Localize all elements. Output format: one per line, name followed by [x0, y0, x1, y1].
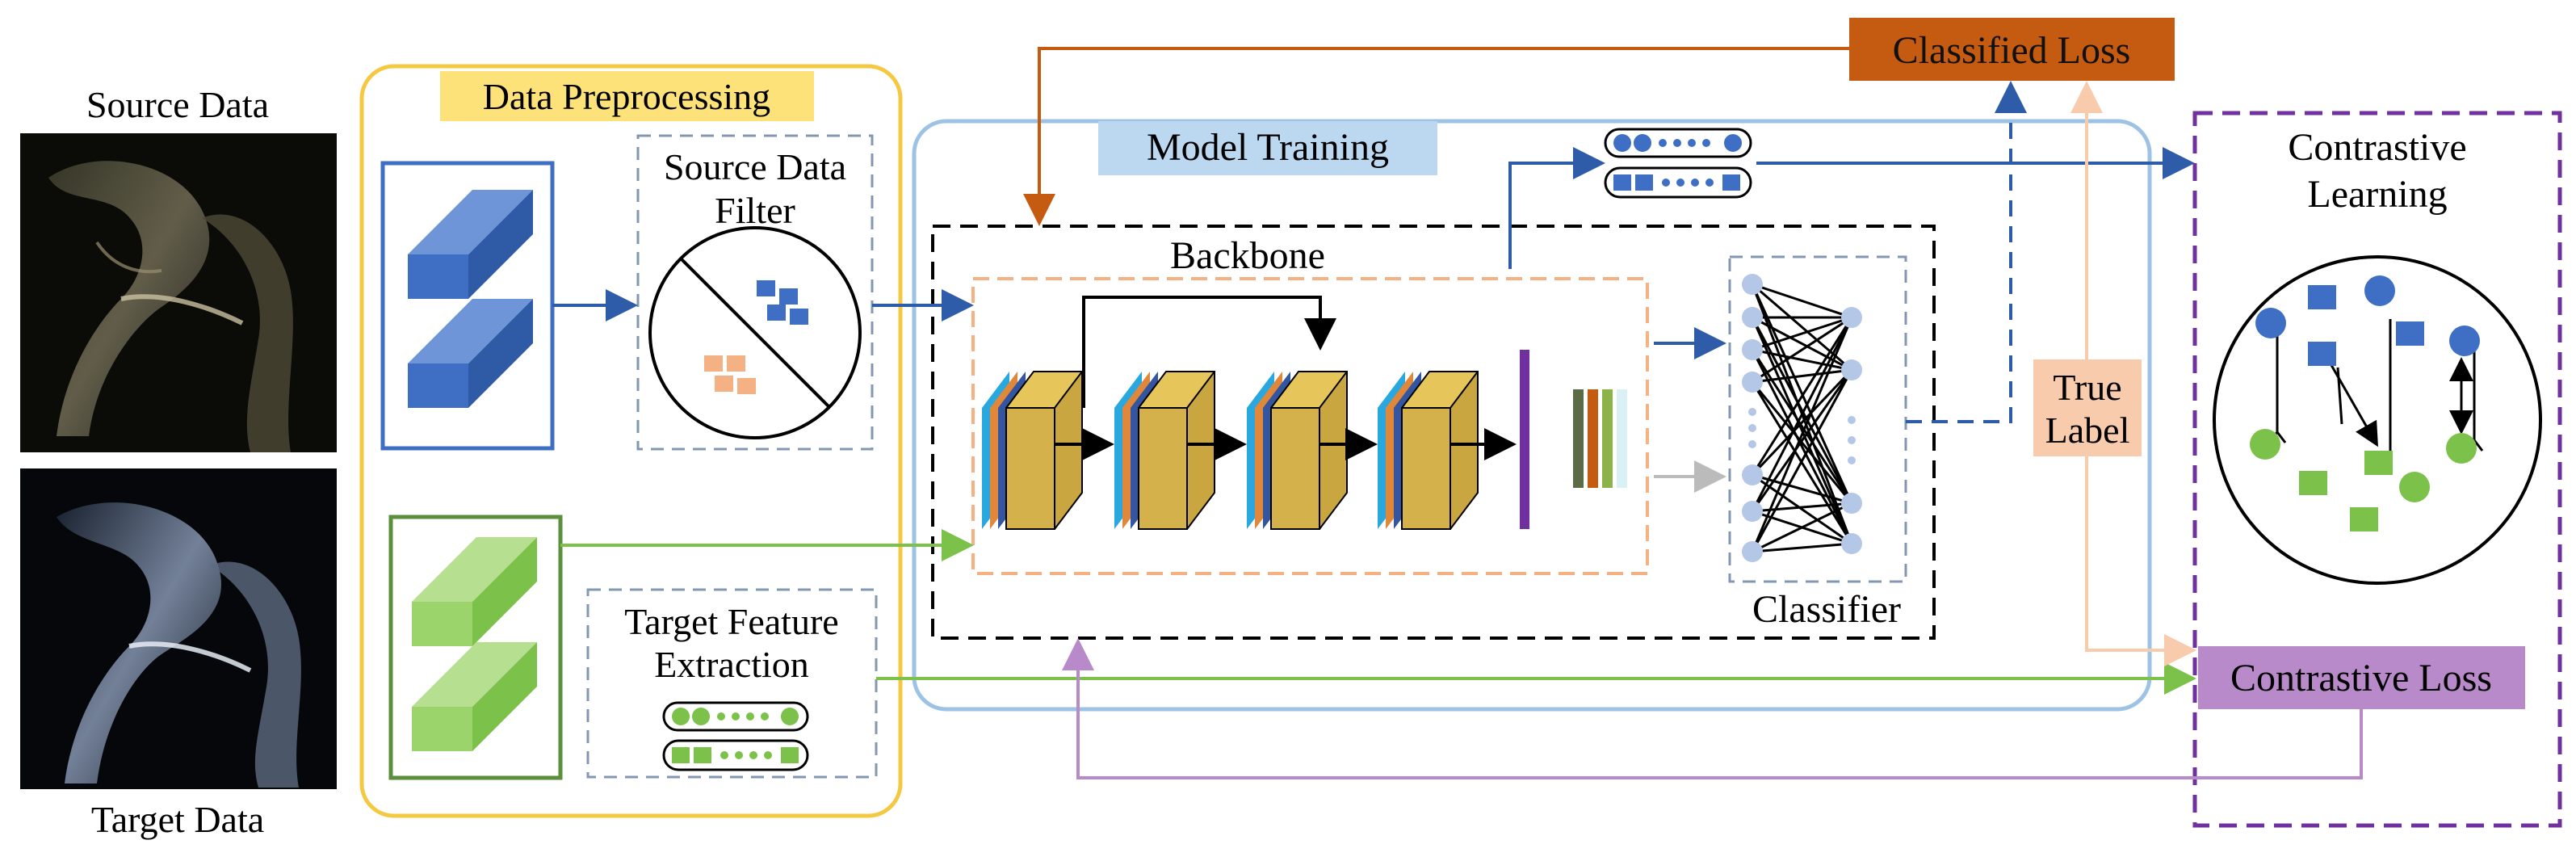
- data-preprocessing-title: Data Preprocessing: [483, 76, 770, 117]
- source-data-label: Source Data: [86, 84, 269, 125]
- embedding-space: [2250, 275, 2484, 531]
- backbone-title: Backbone: [1170, 234, 1325, 277]
- arrow-loss-to-model: [1023, 47, 1849, 226]
- filter-circle: [648, 226, 862, 439]
- arrow-classifier-to-loss: [1906, 81, 2027, 423]
- target-feature-label-1: Target Feature: [624, 601, 838, 642]
- data-preprocessing-label-bg: [440, 71, 814, 121]
- true-label-text-1: True: [2053, 367, 2121, 408]
- arrow-contrastive-loss-to-model: [1062, 638, 2363, 779]
- classified-loss-label: Classified Loss: [1893, 29, 2131, 72]
- contrastive-circle: [2213, 255, 2542, 585]
- source-data-filter-box: [636, 134, 874, 451]
- model-training-label-bg: [1098, 121, 1437, 175]
- source-feature-vector-1: [1604, 128, 1752, 158]
- contrastive-learning-title-1: Contrastive: [2288, 126, 2466, 169]
- true-label-text-2: Label: [2045, 410, 2130, 451]
- target-feature-label-2: Extraction: [654, 644, 809, 685]
- contrastive-learning-title-2: Learning: [2307, 173, 2447, 216]
- target-cube-2: [412, 642, 537, 751]
- contrastive-loss-label: Contrastive Loss: [2230, 657, 2492, 699]
- conv-block-1: [982, 371, 1083, 530]
- contrastive-loss-box: [2198, 646, 2525, 709]
- model-training-title: Model Training: [1147, 126, 1389, 169]
- classifier-network: [1742, 274, 1862, 562]
- source-data-filter-label-2: Filter: [715, 190, 795, 231]
- target-cube-1: [412, 537, 537, 646]
- arrow-true-label-to-contrastive-loss: [2085, 456, 2196, 666]
- filter-divider: [679, 257, 831, 409]
- filter-blue-squares: [757, 280, 808, 325]
- model-frame: [931, 225, 1936, 640]
- classifier-box: [1728, 255, 1907, 583]
- data-preprocessing-panel: [359, 64, 903, 818]
- target-feature-vector-1: [662, 701, 809, 732]
- target-mri-image: [20, 468, 337, 789]
- target-feature-vector-2: [662, 739, 809, 771]
- conv-block-3: [1247, 371, 1348, 530]
- classifier-title: Classifier: [1752, 588, 1901, 631]
- target-feature-extraction-box: [586, 588, 878, 779]
- target-data-box: [388, 515, 563, 780]
- classified-loss-box: [1849, 18, 2175, 81]
- arrow-backbone-to-features: [1508, 147, 1605, 269]
- source-cube-1: [408, 190, 533, 299]
- contrastive-learning-panel: [2192, 111, 2562, 828]
- conv-block-2: [1114, 371, 1215, 530]
- feature-bars: [1573, 389, 1627, 488]
- source-mri-image: [20, 133, 337, 452]
- skip-connection-arrow: [1082, 296, 1336, 408]
- pooling-bar: [1520, 350, 1529, 529]
- true-label-box: [2033, 359, 2142, 456]
- source-feature-vector-2: [1604, 166, 1752, 199]
- target-data-label: Target Data: [91, 799, 264, 840]
- conv-block-4: [1378, 371, 1479, 530]
- model-training-panel: [912, 119, 2152, 712]
- source-cube-2: [408, 299, 533, 408]
- source-data-filter-label-1: Source Data: [664, 146, 846, 187]
- filter-orange-squares: [704, 355, 756, 394]
